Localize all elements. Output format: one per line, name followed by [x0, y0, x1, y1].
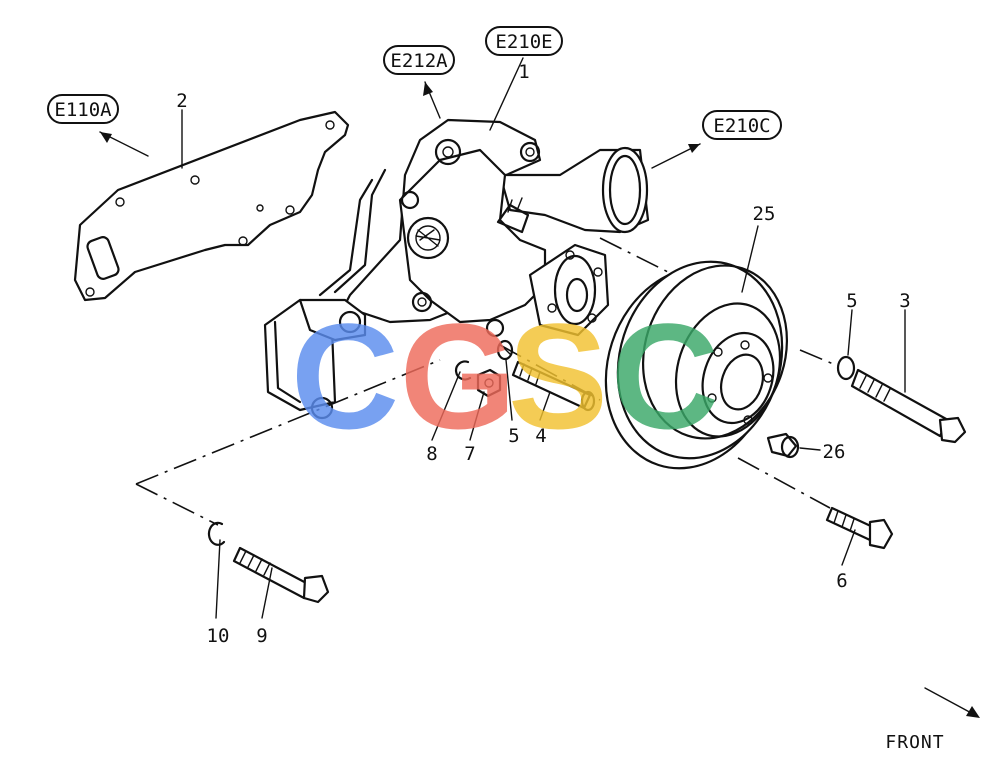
callout-2: 2	[176, 90, 187, 112]
watermark-letter-s: S	[508, 292, 608, 460]
callout-10: 10	[207, 625, 230, 647]
reference-e212a-label: E212A	[390, 50, 448, 72]
callout-26: 26	[823, 441, 846, 463]
front-indicator: FRONT	[885, 687, 980, 753]
callout-3: 3	[899, 290, 910, 312]
water-pump-body-part-1	[263, 118, 650, 420]
watermark-letter-c1: C	[291, 292, 399, 460]
reference-e212a[interactable]: E212A	[383, 45, 455, 75]
reference-e210c[interactable]: E210C	[702, 110, 782, 140]
center-lines	[135, 237, 839, 526]
fitting-part-26	[766, 432, 800, 459]
reference-e210c-label: E210C	[713, 115, 770, 137]
reference-e110a[interactable]: E110A	[47, 94, 119, 124]
pulley-part-25	[604, 260, 789, 470]
callout-4: 4	[535, 425, 546, 447]
front-label: FRONT	[885, 732, 944, 753]
callout-9: 9	[256, 625, 267, 647]
nut-part-7	[476, 368, 502, 398]
callout-25: 25	[753, 203, 776, 225]
watermark-letter-c2: C	[611, 292, 719, 460]
callout-8: 8	[426, 443, 437, 465]
stud-bolt-part-4	[511, 360, 596, 412]
reference-e210e-label: E210E	[495, 31, 552, 53]
callout-5-left: 5	[508, 425, 519, 447]
reference-e110a-label: E110A	[54, 99, 112, 121]
bolt-part-6	[825, 506, 894, 550]
bolt-part-3	[850, 368, 967, 444]
lock-washer-part-8	[454, 360, 472, 381]
washer-part-10	[207, 521, 226, 546]
reference-arrows	[99, 81, 701, 169]
reference-e210e[interactable]: E210E	[485, 26, 563, 56]
callout-6: 6	[836, 570, 847, 592]
gasket-part-2	[73, 110, 350, 302]
leader-lines	[181, 57, 906, 619]
bolt-part-9	[232, 546, 330, 604]
callout-7: 7	[464, 443, 475, 465]
callout-numbers: 1 2 3 4 5 5 6 7 8 9 10 25 26	[176, 61, 910, 647]
watermark-letter-g: G	[400, 292, 517, 460]
watermark-logo: C G S C	[291, 292, 719, 460]
washer-part-5-right	[836, 355, 856, 381]
callout-1: 1	[518, 61, 529, 83]
callout-5-right: 5	[846, 290, 857, 312]
